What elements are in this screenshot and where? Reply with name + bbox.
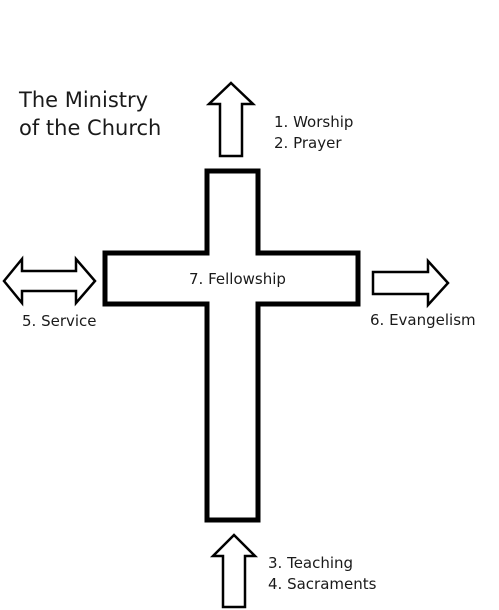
label-service: 5. Service [22, 312, 97, 330]
double-arrow [2, 255, 97, 307]
up-arrow-top [205, 81, 257, 158]
cross-shape [102, 168, 361, 523]
bottom-labels: 3. Teaching 4. Sacraments [268, 553, 376, 595]
right-arrow [371, 257, 450, 309]
label-sacraments: 4. Sacraments [268, 575, 377, 593]
label-teaching: 3. Teaching [268, 554, 354, 572]
label-worship: 1. Worship [274, 113, 354, 131]
up-arrow-bottom [209, 533, 259, 609]
top-labels: 1. Worship 2. Prayer [274, 112, 353, 154]
title-line-2: of the Church [19, 116, 162, 140]
label-prayer: 2. Prayer [274, 134, 342, 152]
diagram-title: The Ministry of the Church [19, 86, 161, 142]
label-fellowship: 7. Fellowship [189, 270, 286, 288]
title-line-1: The Ministry [19, 88, 149, 112]
label-evangelism: 6. Evangelism [370, 311, 476, 329]
